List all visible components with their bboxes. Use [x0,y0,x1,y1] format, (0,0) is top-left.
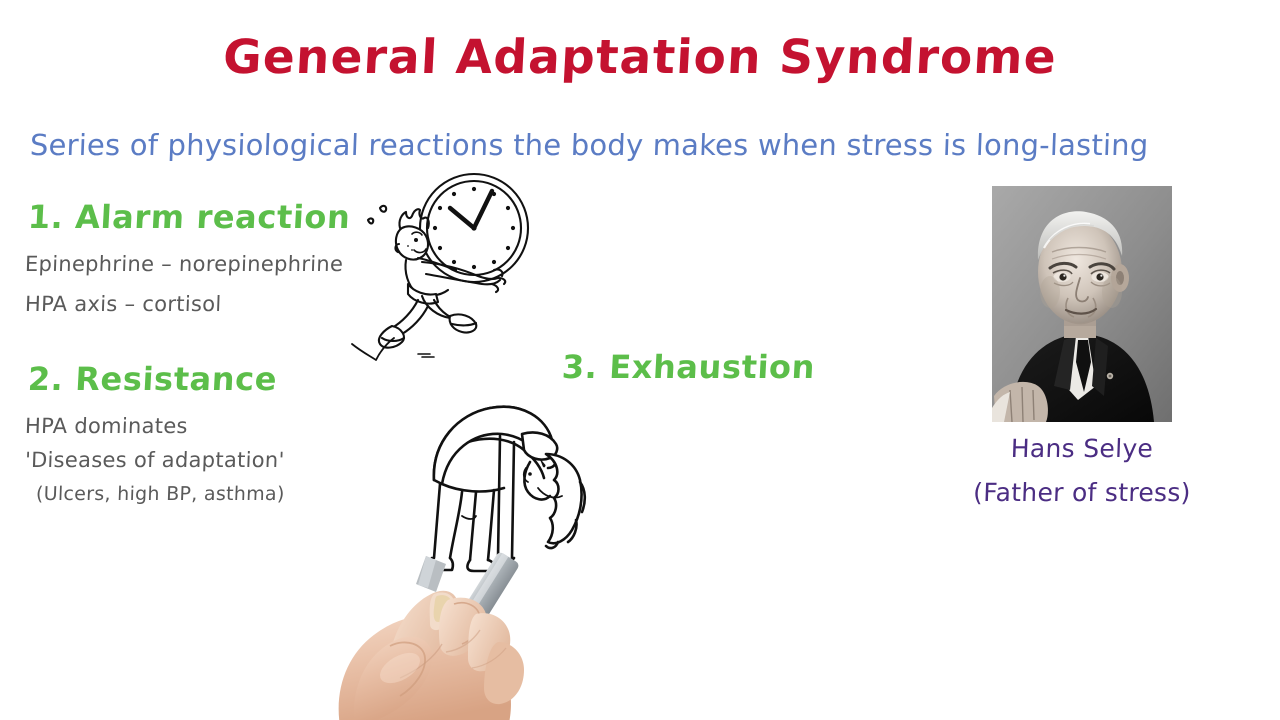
stage-heading-resistance: 2. Resistance [27,360,279,398]
stage-detail-diseases-of-adaptation: 'Diseases of adaptation' [24,448,286,472]
exhausted-person-illustration [418,392,618,573]
portrait-caption-subtitle: (Father of stress) [972,478,1192,507]
stage-heading-alarm-reaction: 1. Alarm reaction [27,198,352,236]
stage-detail-hpa-axis: HPA axis – cortisol [24,292,222,316]
hand-holding-marker-illustration [330,548,610,720]
slide-subtitle: Series of physiological reactions the bo… [29,128,1150,162]
hans-selye-portrait-photo [992,186,1172,422]
stage-detail-ulcers-high-bp-asthma: (Ulcers, high BP, asthma) [35,483,286,505]
page-title: General Adaptation Syndrome [221,30,1059,85]
stage-detail-epinephrine: Epinephrine – norepinephrine [24,252,344,276]
running-person-carrying-clock-illustration [351,166,552,366]
stage-heading-exhaustion: 3. Exhaustion [561,348,817,386]
portrait-caption-name: Hans Selye [1010,434,1154,463]
stage-detail-hpa-dominates: HPA dominates [24,414,189,438]
